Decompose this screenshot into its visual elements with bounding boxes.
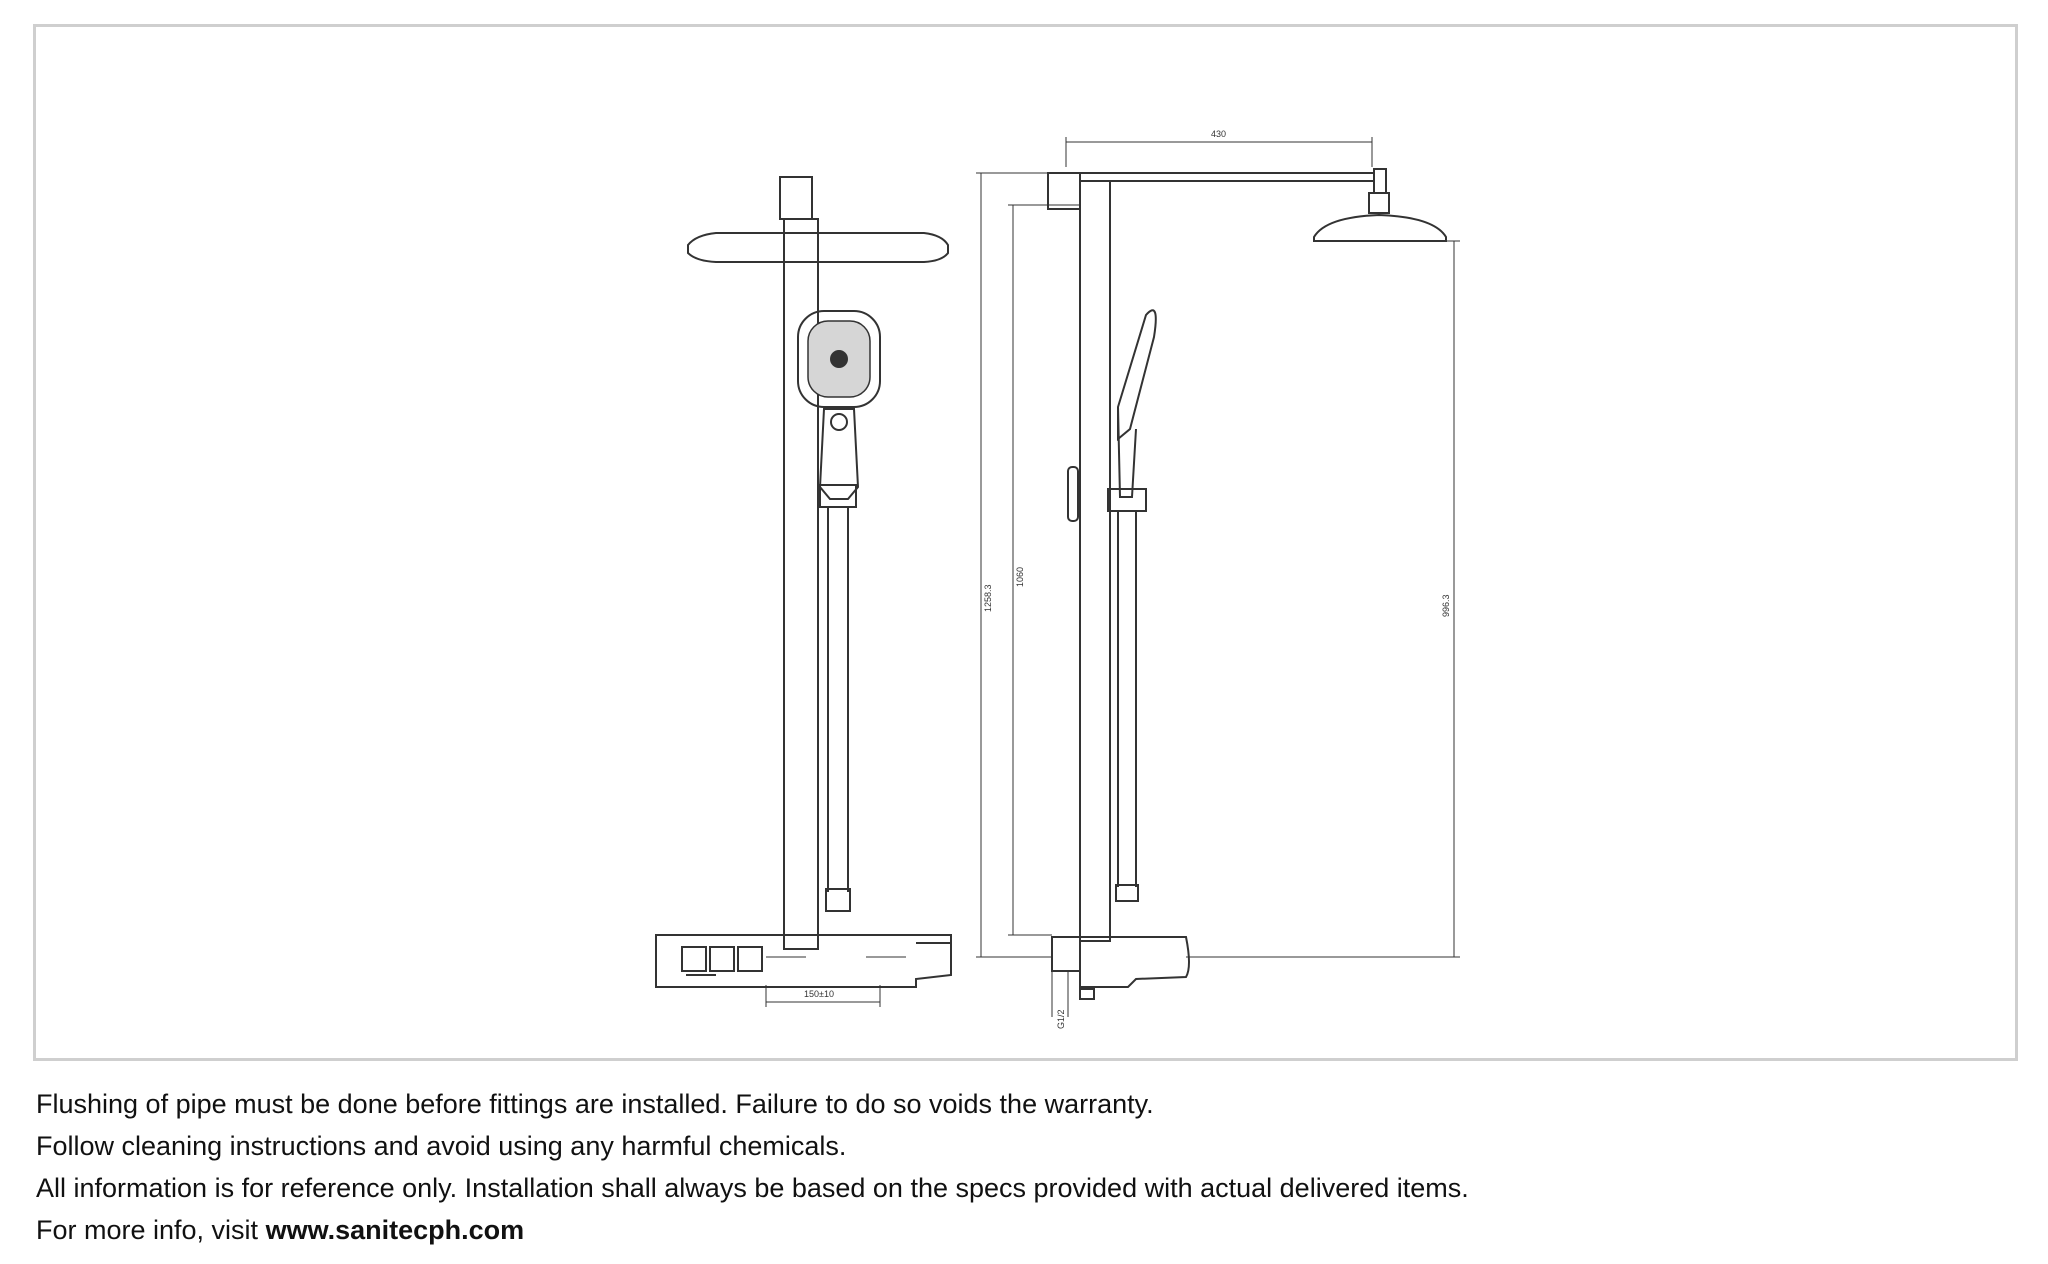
dim-overall-height: 1258.3 <box>983 584 993 612</box>
dim-thread: G1/2 <box>1056 1009 1066 1029</box>
front-button-3 <box>737 946 763 972</box>
front-top-bracket <box>779 176 813 220</box>
note-reference: All information is for reference only. I… <box>36 1173 1469 1203</box>
installation-notes: Flushing of pipe must be done before fit… <box>36 1083 1996 1251</box>
note-cleaning: Follow cleaning instructions and avoid u… <box>36 1131 847 1161</box>
front-rain-head <box>687 232 949 263</box>
website-link[interactable]: www.sanitecph.com <box>265 1215 525 1245</box>
side-top-bracket <box>1047 172 1081 210</box>
front-button-1 <box>681 946 707 972</box>
front-slide-holder <box>819 484 857 508</box>
note-more-info-prefix: For more info, visit <box>36 1215 266 1245</box>
side-slide-holder <box>1107 488 1147 512</box>
side-mixer-body <box>1079 936 1190 988</box>
front-view: 150±10 <box>655 176 952 1007</box>
dim-top-width: 430 <box>1211 129 1226 139</box>
front-mixer-body <box>655 934 952 988</box>
side-rain-head <box>1313 213 1447 242</box>
technical-drawing-frame: 150±10 <box>33 24 2018 1061</box>
side-view: G1/2 430 1258.3 1060 996.3 <box>976 129 1460 1029</box>
dim-head-height: 996.3 <box>1441 594 1451 617</box>
front-button-2 <box>709 946 735 972</box>
dim-bar-height: 1060 <box>1015 567 1025 587</box>
side-riser-pipe <box>1079 180 1111 942</box>
note-more-info: For more info, visit www.sanitecph.com <box>36 1209 1996 1251</box>
side-hand-shower-head <box>1117 309 1157 442</box>
dim-outlet-spacing: 150±10 <box>804 989 834 999</box>
front-riser-pipe <box>783 218 819 950</box>
note-flushing: Flushing of pipe must be done before fit… <box>36 1089 1154 1119</box>
shower-column-drawing: 150±10 <box>655 129 1460 1029</box>
front-hand-shower-head <box>797 310 881 408</box>
